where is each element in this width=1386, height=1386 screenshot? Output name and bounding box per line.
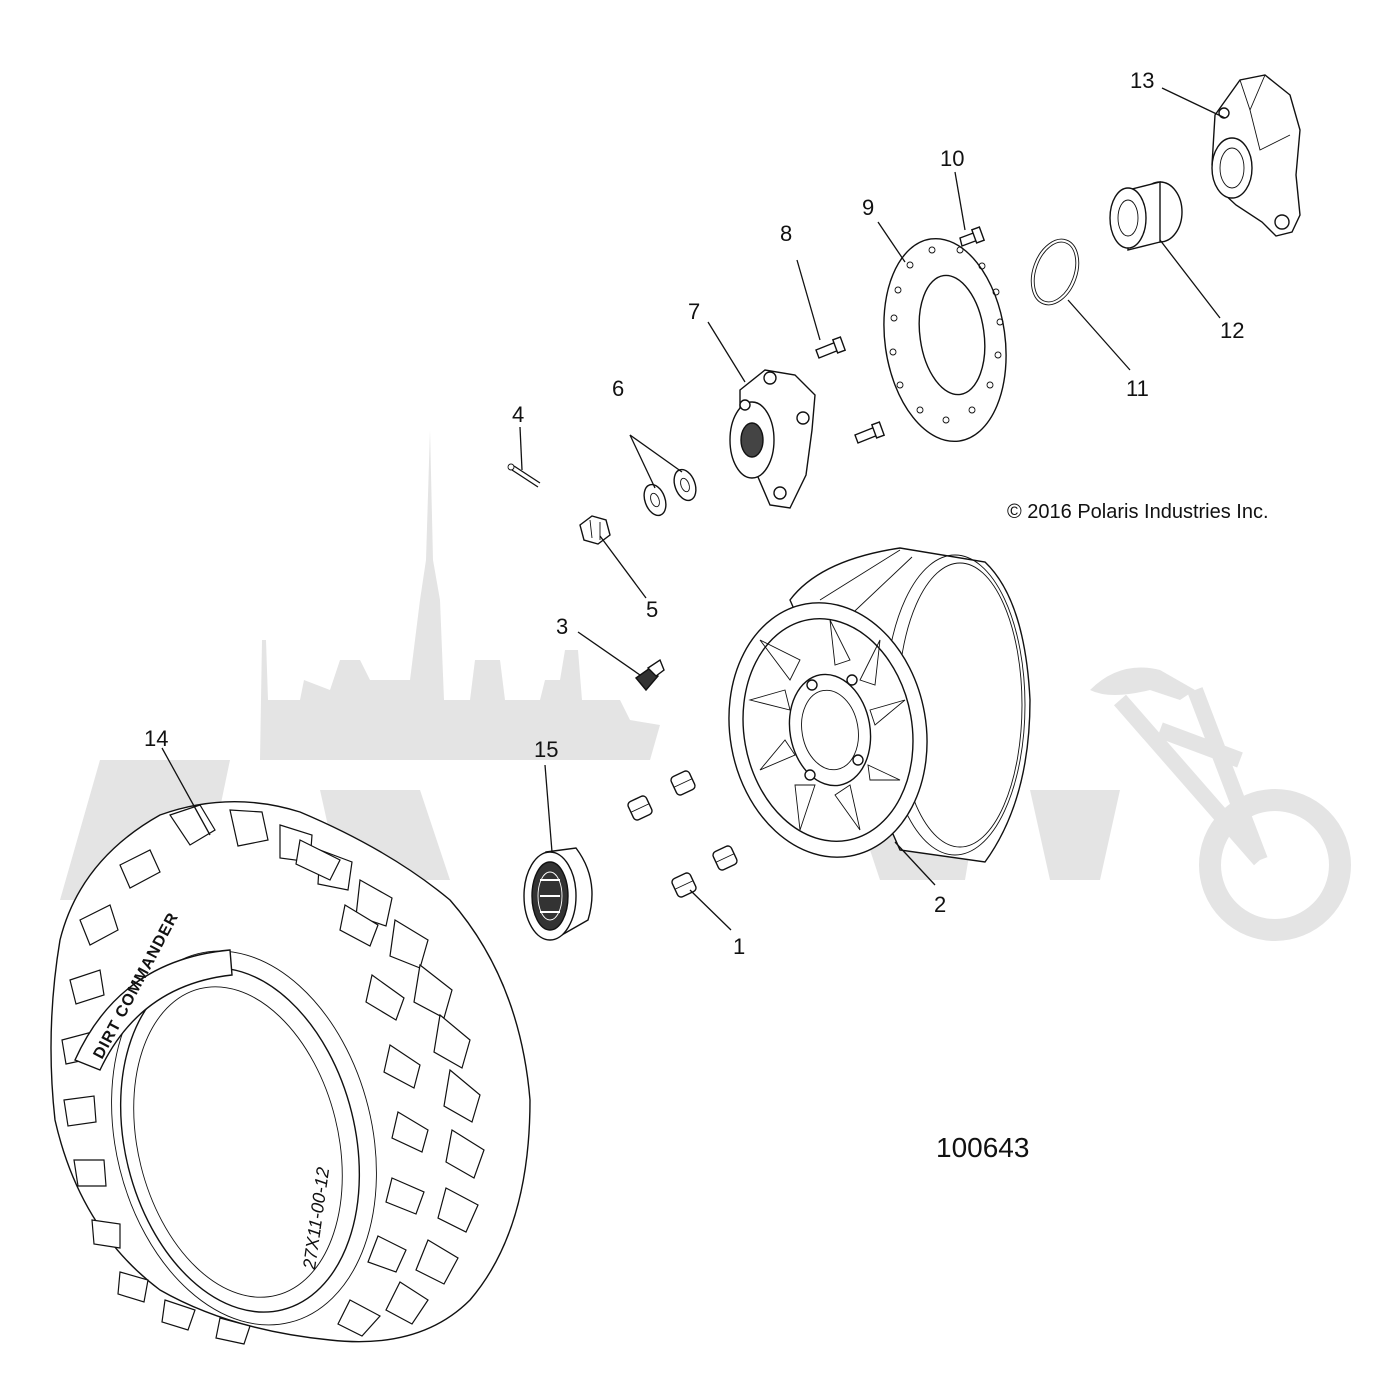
part-6-washers bbox=[643, 468, 697, 517]
callout-7: 7 bbox=[688, 299, 700, 324]
callout-1: 1 bbox=[733, 934, 745, 959]
callout-5: 5 bbox=[646, 597, 658, 622]
leader-lines bbox=[161, 87, 1226, 931]
part-8-bolts bbox=[815, 336, 886, 444]
callout-8: 8 bbox=[780, 221, 792, 246]
part-10-bolt bbox=[959, 226, 986, 247]
part-5-castle-nut bbox=[579, 515, 611, 545]
callout-2: 2 bbox=[934, 892, 946, 917]
callout-13: 13 bbox=[1130, 68, 1154, 93]
callout-10: 10 bbox=[940, 146, 964, 171]
part-14-tire: DIRT COMMANDER 27X11-00-12 bbox=[50, 801, 531, 1345]
part-9-brake-disc bbox=[883, 237, 1007, 443]
part-4-cotter-pin bbox=[507, 463, 541, 488]
part-12-bearing bbox=[1109, 181, 1183, 251]
callout-6: 6 bbox=[612, 376, 624, 401]
callout-labels: 1 2 3 4 5 6 7 8 9 10 11 12 13 14 15 bbox=[144, 68, 1244, 959]
part-7-hub bbox=[729, 369, 816, 509]
callout-11: 11 bbox=[1126, 376, 1149, 401]
diagram-reference-number: 100643 bbox=[936, 1132, 1029, 1163]
tire-tread-blocks bbox=[61, 804, 485, 1345]
callout-4: 4 bbox=[512, 402, 524, 427]
callout-15: 15 bbox=[534, 737, 558, 762]
callout-14: 14 bbox=[144, 726, 168, 751]
callout-9: 9 bbox=[862, 195, 874, 220]
copyright-notice: © 2016 Polaris Industries Inc. bbox=[1007, 501, 1269, 523]
part-11-snap-ring bbox=[1030, 238, 1080, 306]
part-13-knuckle bbox=[1211, 74, 1301, 237]
part-3-valve-stem bbox=[634, 658, 665, 692]
callout-3: 3 bbox=[556, 614, 568, 639]
part-2-wheel-rim bbox=[728, 547, 1031, 863]
part-1-lug-nuts bbox=[627, 770, 738, 898]
part-15-center-cap bbox=[523, 847, 593, 941]
callout-12: 12 bbox=[1220, 318, 1244, 343]
